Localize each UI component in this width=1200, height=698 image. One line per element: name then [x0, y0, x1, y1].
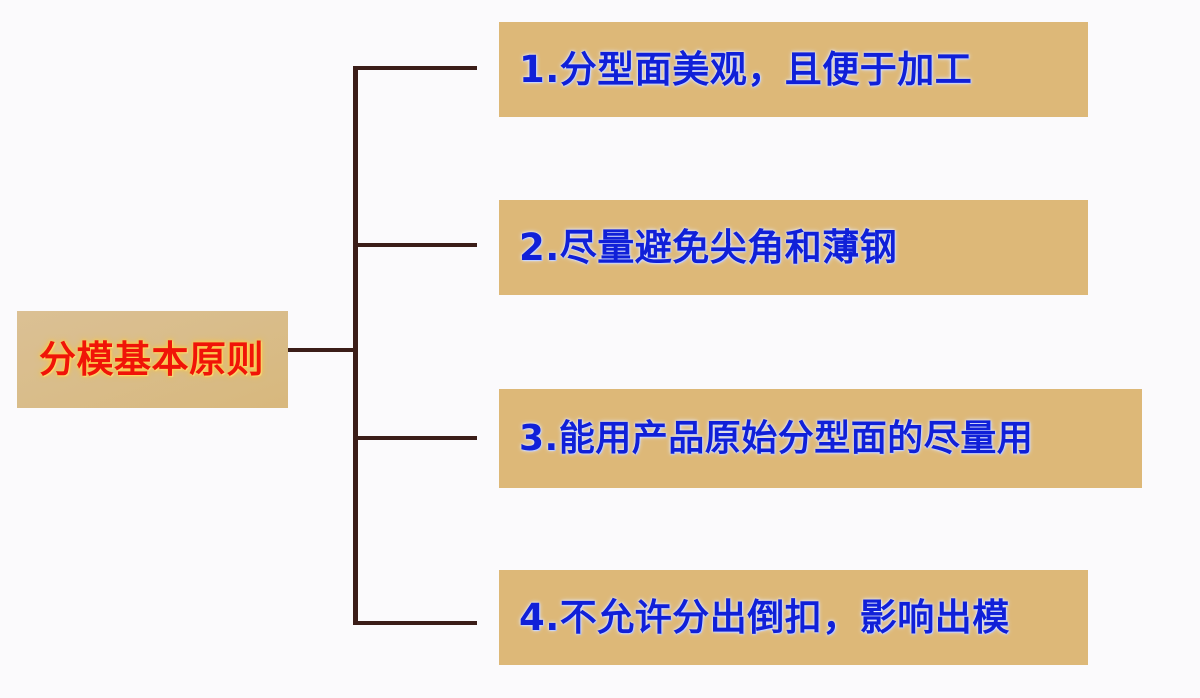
branch-node-2-label: 2.尽量避免尖角和薄钢	[519, 226, 898, 269]
connector-branch-1	[353, 66, 477, 70]
connector-branch-4	[353, 621, 477, 625]
root-node-label: 分模基本原则	[39, 338, 264, 381]
connector-root-to-spine	[288, 348, 356, 352]
branch-node-3[interactable]: 3.能用产品原始分型面的尽量用	[499, 389, 1142, 488]
connector-branch-3	[353, 436, 477, 440]
connector-branch-2	[353, 243, 477, 247]
branch-node-3-label: 3.能用产品原始分型面的尽量用	[519, 417, 1034, 459]
branch-node-4[interactable]: 4.不允许分出倒扣，影响出模	[499, 570, 1088, 665]
branch-node-4-label: 4.不允许分出倒扣，影响出模	[519, 596, 1010, 639]
branch-node-2[interactable]: 2.尽量避免尖角和薄钢	[499, 200, 1088, 295]
root-node[interactable]: 分模基本原则	[17, 311, 288, 408]
branch-node-1[interactable]: 1.分型面美观，且便于加工	[499, 22, 1088, 117]
branch-node-1-label: 1.分型面美观，且便于加工	[519, 48, 973, 91]
connector-spine	[353, 66, 358, 625]
